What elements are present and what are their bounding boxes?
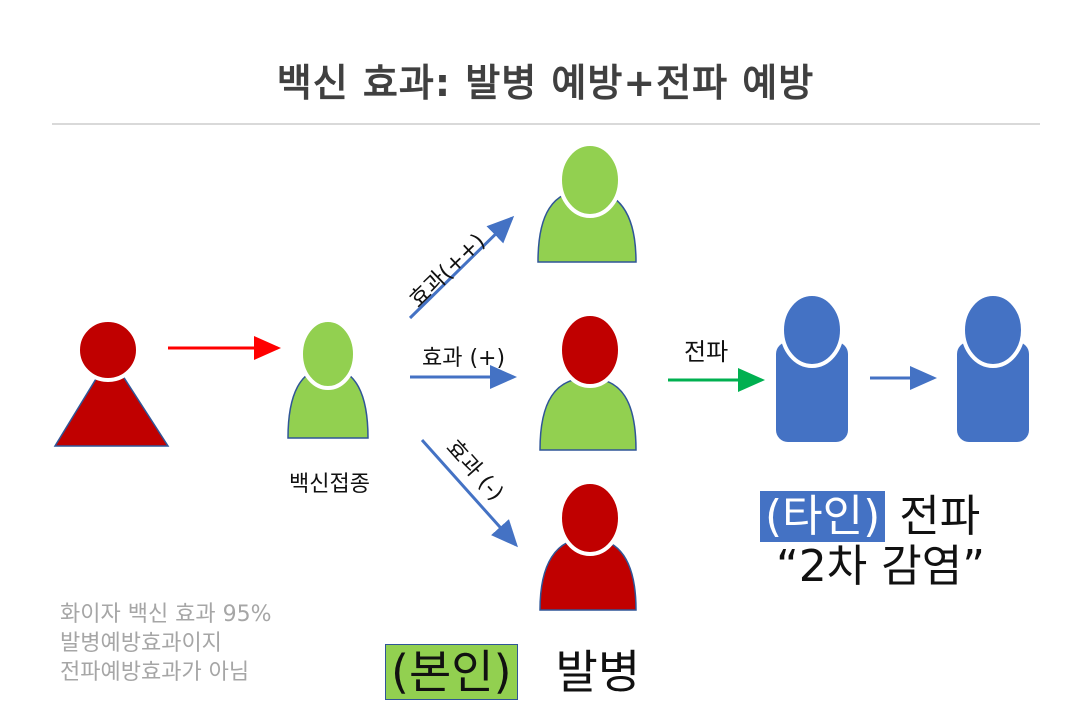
efficacy-note-line: 화이자 백신 효과 95%: [60, 602, 272, 627]
secondary-infection-caption: “2차 감염”: [776, 541, 986, 592]
transmission-label: 전파: [684, 338, 729, 366]
sick-person-icon: [539, 480, 637, 611]
carrier-person-icon: [539, 312, 637, 451]
slide-title: 백신 효과: 발병 예방+전파 예방: [276, 61, 815, 105]
effect-plus-label: 효과 (+): [422, 346, 506, 371]
infected-person-icon: [53, 318, 170, 447]
transmitted-person-icon: [776, 292, 848, 442]
efficacy-note-line: 전파예방효과가 아님: [60, 660, 250, 685]
vaccinated-person-icon: [287, 318, 369, 439]
efficacy-note-line: 발병예방효과이지: [60, 631, 222, 656]
self-onset-text: 발병: [555, 645, 641, 699]
effect-minus-arrow: [420, 438, 519, 548]
title-divider: [52, 123, 1040, 125]
other-person-caption: (타인) 전파: [760, 480, 980, 544]
vaccination-label: 백신접종: [289, 472, 370, 497]
secondary-infected-person-icon: [957, 292, 1029, 442]
other-person-highlight: (타인): [760, 491, 886, 542]
self-caption: (본인) 발병: [385, 636, 640, 702]
self-highlight: (본인): [385, 644, 518, 700]
other-person-transmission-text: 전파: [885, 491, 981, 542]
efficacy-note: 화이자 백신 효과 95% 발병예방효과이지 전파예방효과가 아님: [60, 600, 272, 687]
protected-person-icon: [537, 142, 637, 263]
effect-strong-arrow: [408, 215, 515, 320]
